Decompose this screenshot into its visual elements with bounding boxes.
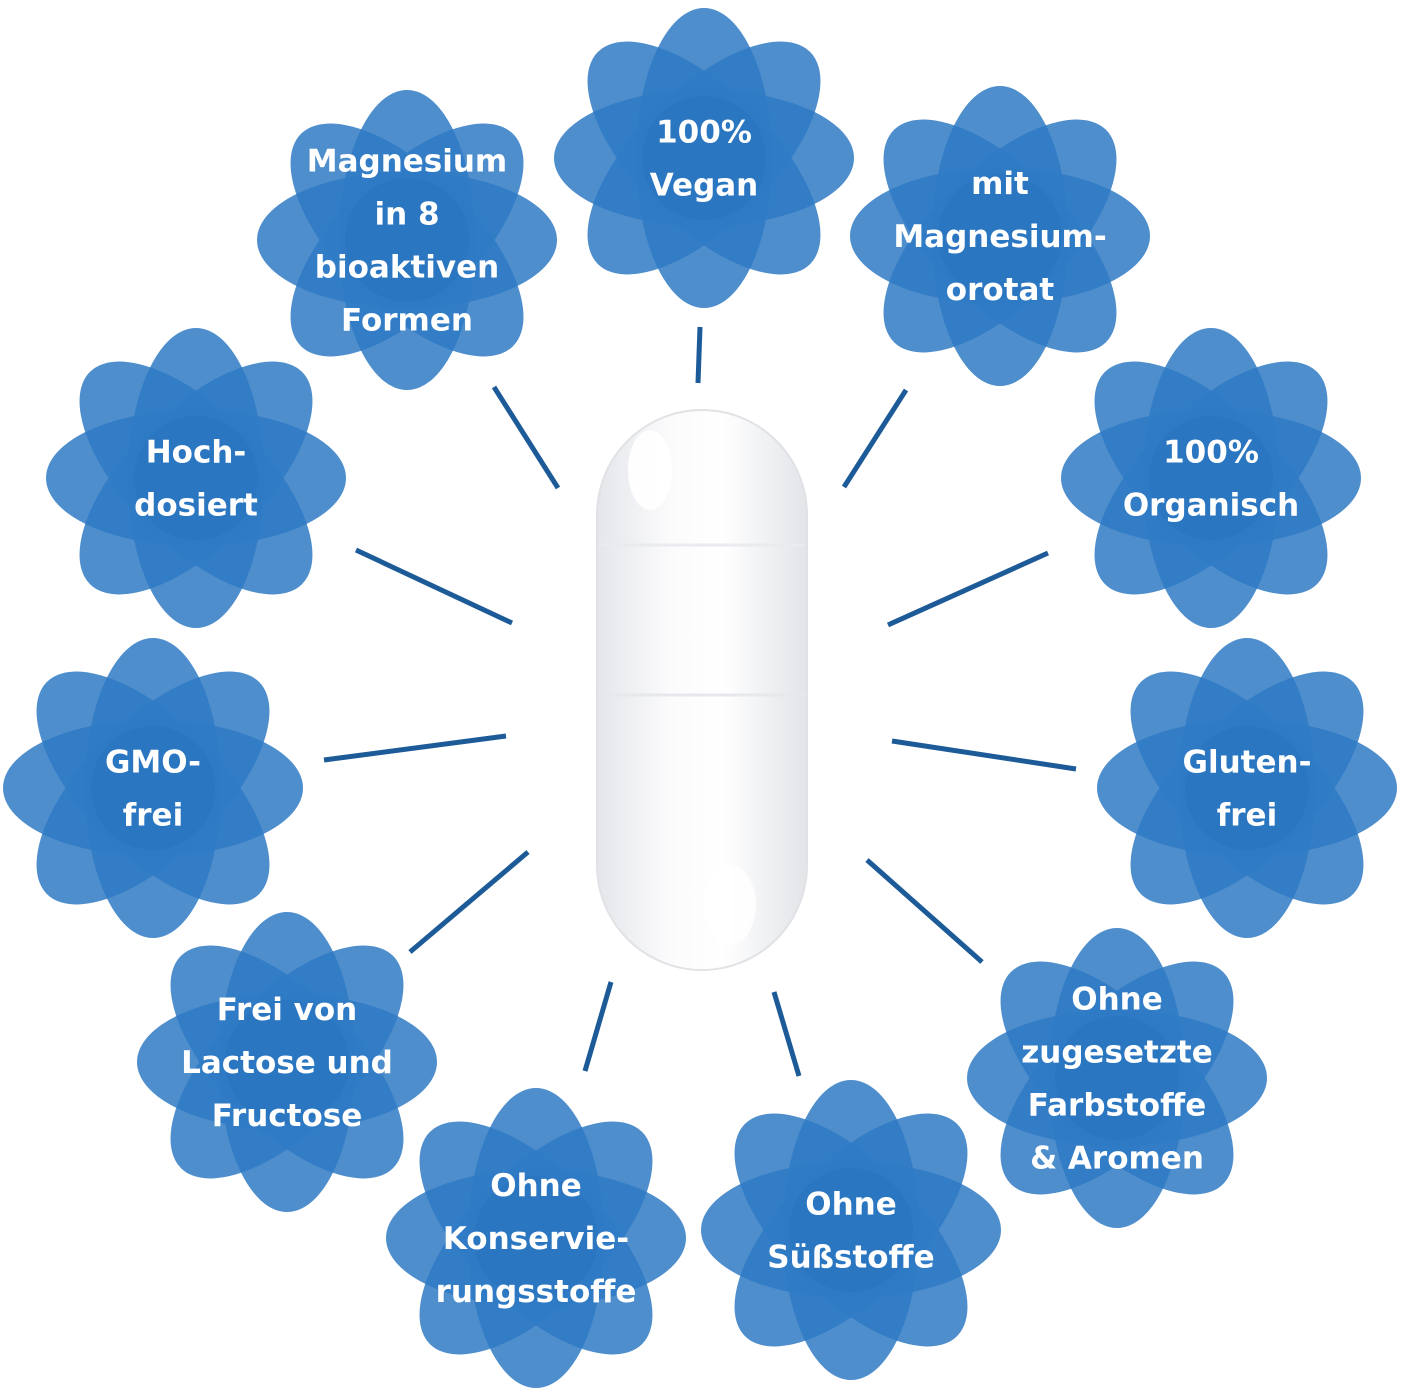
badge-label-line: Hoch- (146, 435, 247, 471)
connector-line (886, 550, 1050, 628)
flower-icon (3, 638, 303, 938)
badge-label-line: Organisch (1123, 488, 1299, 524)
capsule-highlight (704, 865, 756, 945)
flower-icon (386, 1088, 686, 1388)
flower-icon (137, 912, 437, 1212)
capsule-body (596, 409, 808, 971)
badge-label-line: Farbstoffe (1028, 1088, 1206, 1124)
badge-label-line: Magnesium- (893, 219, 1106, 255)
flower-icon (701, 1080, 1001, 1380)
badge-label: Gluten-frei (1183, 745, 1312, 834)
badge-label-line: zugesetzte (1021, 1035, 1213, 1071)
connector-line (841, 388, 909, 489)
flower-icon (1061, 328, 1361, 628)
flower-icon (967, 928, 1267, 1228)
badge-label-line: Vegan (650, 168, 759, 204)
badge-label-line: Lactose und (181, 1045, 393, 1081)
badge-label-line: Fructose (212, 1098, 363, 1134)
badge-label-line: in 8 (374, 197, 439, 233)
badge-label-line: Gluten- (1183, 745, 1312, 781)
badge-label-line: & Aromen (1030, 1141, 1204, 1177)
connector-line (582, 981, 614, 1072)
badge-label-line: Ohne (490, 1168, 582, 1204)
badge-label-line: 100% (1163, 435, 1259, 471)
badge-label: 100% Vegan (650, 115, 759, 204)
badge-label-line: mit (971, 166, 1029, 202)
connector-line (865, 858, 984, 964)
badge-label-line: Formen (341, 303, 473, 339)
badge-label-line: dosiert (134, 488, 258, 524)
badge-hochdosiert: Hoch-dosiert (46, 328, 346, 628)
flower-icon (554, 8, 854, 308)
badge-label: 100% Organisch (1123, 435, 1299, 524)
badge-gmo: GMO-frei (3, 638, 303, 938)
connector-line (491, 385, 561, 490)
badge-label-line: rungsstoffe (436, 1274, 637, 1310)
connector-line (354, 547, 514, 626)
badge-label-line: frei (1217, 798, 1277, 834)
badge-label-line: Ohne (805, 1187, 897, 1223)
badge-label-line: Frei von (217, 992, 358, 1028)
badge-label-line: orotat (946, 272, 1055, 308)
badge-label-line: Konservie- (443, 1221, 629, 1257)
flower-icon (257, 90, 557, 390)
connector-lines (323, 326, 1077, 1077)
badge-label-line: GMO- (105, 745, 201, 781)
badge-organisch: 100% Organisch (1061, 328, 1361, 628)
badge-glutenfrei: Gluten-frei (1097, 638, 1397, 938)
capsule-icon (596, 409, 808, 971)
badge-label-line: bioaktiven (315, 250, 499, 286)
badge-label-line: 100% (656, 115, 752, 151)
connector-line (695, 326, 703, 384)
badge-label-line: frei (123, 798, 183, 834)
flower-icon (850, 86, 1150, 386)
badge-label-line: Süßstoffe (767, 1240, 934, 1276)
flower-icon (1097, 638, 1397, 938)
badge-vegan: 100% Vegan (554, 8, 854, 308)
badge-label-line: Magnesium (307, 144, 508, 180)
badge-label: Hoch-dosiert (134, 435, 258, 524)
badge-label-line: Ohne (1071, 982, 1163, 1018)
flower-icon (46, 328, 346, 628)
connector-line (771, 991, 802, 1077)
connector-line (891, 738, 1077, 772)
connector-line (323, 733, 507, 763)
capsule-highlight (628, 430, 672, 510)
connector-line (408, 850, 530, 954)
badge-label: GMO-frei (105, 745, 201, 834)
